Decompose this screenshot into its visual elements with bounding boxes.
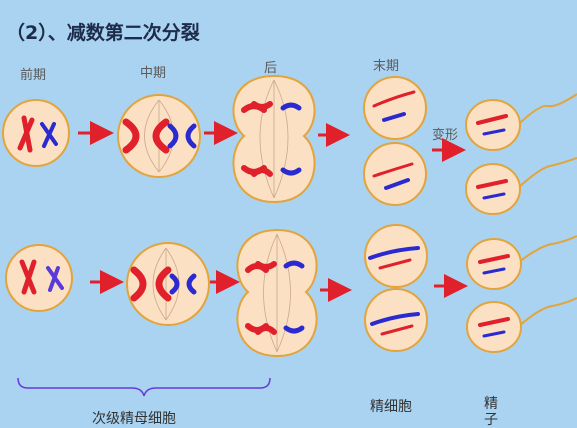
cell-prophase-2 [5, 244, 73, 312]
sperm-1b [465, 157, 577, 215]
cell-metaphase-2 [126, 242, 210, 326]
cell-anaphase-2 [236, 228, 318, 358]
cell-metaphase-1 [117, 94, 201, 178]
label-prophase: 前期 [20, 68, 47, 83]
cell-telophase-1a [363, 76, 427, 140]
label-telophase: 末期 [373, 59, 400, 74]
cell-telophase-2b [364, 288, 428, 352]
label-anaphase: 后 [264, 61, 278, 76]
label-metaphase: 中期 [140, 66, 167, 81]
cell-telophase-2a [364, 224, 428, 288]
label-spermatid: 精细胞 [370, 399, 412, 415]
sperm-2a [466, 235, 577, 290]
cell-prophase-1 [2, 99, 70, 167]
diagram-title: （2）、减数第二次分裂 [6, 22, 200, 44]
brace-bracket [17, 377, 271, 397]
sperm-1a [465, 93, 577, 151]
sperm-2b [466, 297, 577, 353]
cell-anaphase-1 [232, 74, 316, 204]
cell-telophase-1b [363, 142, 427, 206]
